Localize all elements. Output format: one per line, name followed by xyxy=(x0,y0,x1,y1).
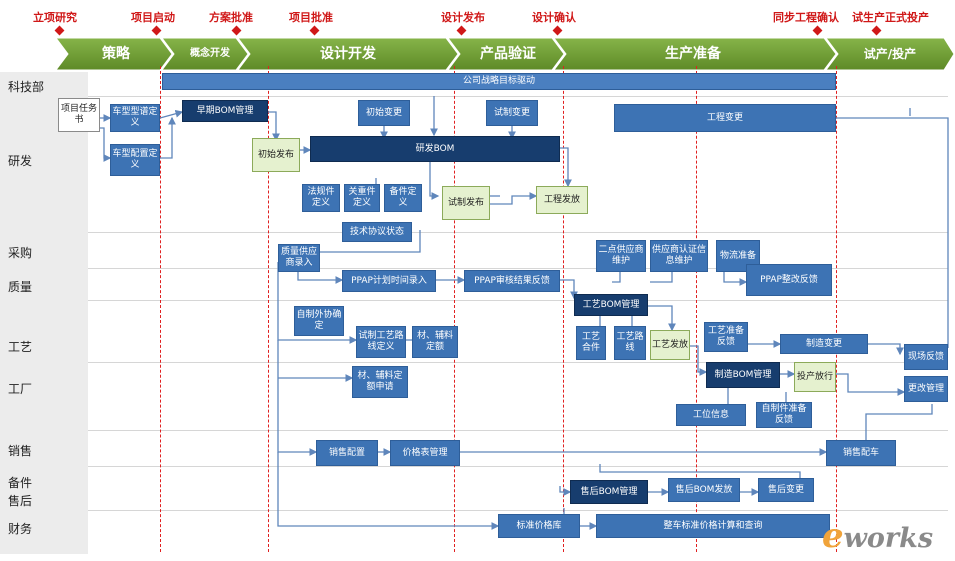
phase-label-celve: 策略 xyxy=(102,46,130,62)
phase-label-shichan: 试产/投产 xyxy=(863,47,917,61)
box-initial-release: 初始发布 xyxy=(252,138,300,172)
lane-separator xyxy=(88,232,948,233)
box-aftersales-change: 售后变更 xyxy=(758,478,814,502)
box-process-prep-feedback: 工艺准备反馈 xyxy=(704,322,748,352)
lane-zhiliang: 质量 xyxy=(8,280,33,294)
lane-label-column xyxy=(0,72,88,554)
box-manufacturing-change: 制造变更 xyxy=(780,334,868,354)
lane-caigou: 采购 xyxy=(8,246,33,260)
lane-separator xyxy=(88,430,948,431)
box-rd-bom: 研发BOM xyxy=(310,136,560,162)
milestone-dashed-line xyxy=(563,66,564,552)
box-aftersales-bom-release: 售后BOM发放 xyxy=(668,478,740,502)
box-initial-change: 初始变更 xyxy=(358,100,410,126)
box-workstation-info: 工位信息 xyxy=(676,404,746,426)
box-price-list: 价格表管理 xyxy=(390,440,460,466)
milestone-label-tongbu: 同步工程确认 xyxy=(773,11,839,24)
box-process-bom: 工艺BOM管理 xyxy=(574,294,648,316)
lane-separator xyxy=(88,96,948,97)
phase-chevron-band xyxy=(56,38,955,70)
milestone-dashed-line xyxy=(696,66,697,552)
phase-label-yanzheng: 产品验证 xyxy=(480,46,536,62)
box-sales-vehicle-config: 销售配车 xyxy=(826,440,896,466)
milestone-label-sheji-queren: 设计确认 xyxy=(532,11,576,24)
box-process-release: 工艺发放 xyxy=(650,330,690,360)
lane-yanfa: 研发 xyxy=(8,154,33,168)
lane-beijian: 备件 xyxy=(8,476,33,490)
box-spare-part-def: 备件定义 xyxy=(384,184,422,212)
phase-label-sheji: 设计开发 xyxy=(320,46,376,62)
phase-label-gainian: 概念开发 xyxy=(190,48,230,59)
box-engineering-change: 工程变更 xyxy=(614,104,836,132)
box-ppap-plan: PPAP计划时间录入 xyxy=(342,270,436,292)
box-change-management: 更改管理 xyxy=(904,376,948,402)
lane-separator xyxy=(88,510,948,511)
lane-caiwu: 财务 xyxy=(8,522,33,536)
lane-shouhou: 售后 xyxy=(8,494,33,508)
box-trial-process-route: 试制工艺路线定义 xyxy=(356,326,406,358)
box-early-bom: 早期BOM管理 xyxy=(182,100,268,122)
box-trial-release: 试制发布 xyxy=(442,186,490,220)
lane-keji: 科技部 xyxy=(8,80,45,94)
box-manufacturing-bom: 制造BOM管理 xyxy=(706,362,780,388)
box-onsite-feedback: 现场反馈 xyxy=(904,344,948,370)
milestone-label-qidong: 项目启动 xyxy=(131,11,175,24)
milestone-label-sheji-fabu: 设计发布 xyxy=(441,11,485,24)
box-project-task: 项目任务书 xyxy=(58,98,100,132)
box-production-release: 投产放行 xyxy=(794,362,836,392)
phase-label-shengchan: 生产准备 xyxy=(665,46,721,62)
box-tech-agreement: 技术协议状态 xyxy=(342,222,412,242)
box-logistics-prep: 物流准备 xyxy=(716,240,760,272)
milestone-label-shisheng: 试生产正式投产 xyxy=(852,11,929,24)
lane-xiaoshou: 销售 xyxy=(8,444,33,458)
eworks-logo-watermark: eworks xyxy=(822,516,934,556)
milestone-label-lixiang: 立项研究 xyxy=(33,11,77,24)
box-vehicle-model-spectrum: 车型型谱定义 xyxy=(110,104,160,132)
box-vehicle-config: 车型配置定义 xyxy=(110,144,160,176)
box-make-or-buy: 自制外协确定 xyxy=(294,306,344,336)
lane-separator xyxy=(88,300,948,301)
box-material-quota-request: 材、辅料定额申请 xyxy=(352,366,408,398)
lane-gongchang: 工厂 xyxy=(8,382,33,396)
box-sales-config: 销售配置 xyxy=(316,440,378,466)
strategy-banner-bar: 公司战略目标驱动 xyxy=(162,73,836,90)
lane-separator xyxy=(88,466,948,467)
box-regulation-part: 法规件定义 xyxy=(302,184,340,212)
box-standard-price-db: 标准价格库 xyxy=(498,514,580,538)
box-secondary-supplier: 二点供应商维护 xyxy=(596,240,646,272)
box-key-part: 关重件定义 xyxy=(344,184,380,212)
box-aftersales-bom: 售后BOM管理 xyxy=(570,480,648,504)
box-process-route: 工艺路线 xyxy=(614,326,646,360)
lane-gongyi: 工艺 xyxy=(8,340,33,354)
lane-separator xyxy=(88,268,948,269)
milestone-label-fangan: 方案批准 xyxy=(209,11,253,24)
box-process-assembly: 工艺合件 xyxy=(576,326,606,360)
box-ppap-audit-feedback: PPAP审核结果反馈 xyxy=(464,270,560,292)
milestone-dashed-line xyxy=(268,66,269,552)
box-supplier-entry: 质量供应商录入 xyxy=(278,244,320,272)
box-self-made-part-feedback: 自制件准备反馈 xyxy=(756,402,812,428)
box-material-quota: 材、辅料定额 xyxy=(412,326,458,358)
box-ppap-rectification: PPAP整改反馈 xyxy=(746,264,832,296)
milestone-label-xiangmu: 项目批准 xyxy=(289,11,333,24)
milestone-dashed-line xyxy=(836,66,837,552)
box-vehicle-standard-price: 整车标准价格计算和查询 xyxy=(596,514,830,538)
box-trial-change: 试制变更 xyxy=(486,100,538,126)
milestone-dashed-line xyxy=(160,66,161,552)
box-engineering-release: 工程发放 xyxy=(536,186,588,214)
lane-separator xyxy=(88,362,948,363)
box-supplier-certification: 供应商认证信息维护 xyxy=(650,240,708,272)
milestone-dashed-line xyxy=(454,66,455,552)
